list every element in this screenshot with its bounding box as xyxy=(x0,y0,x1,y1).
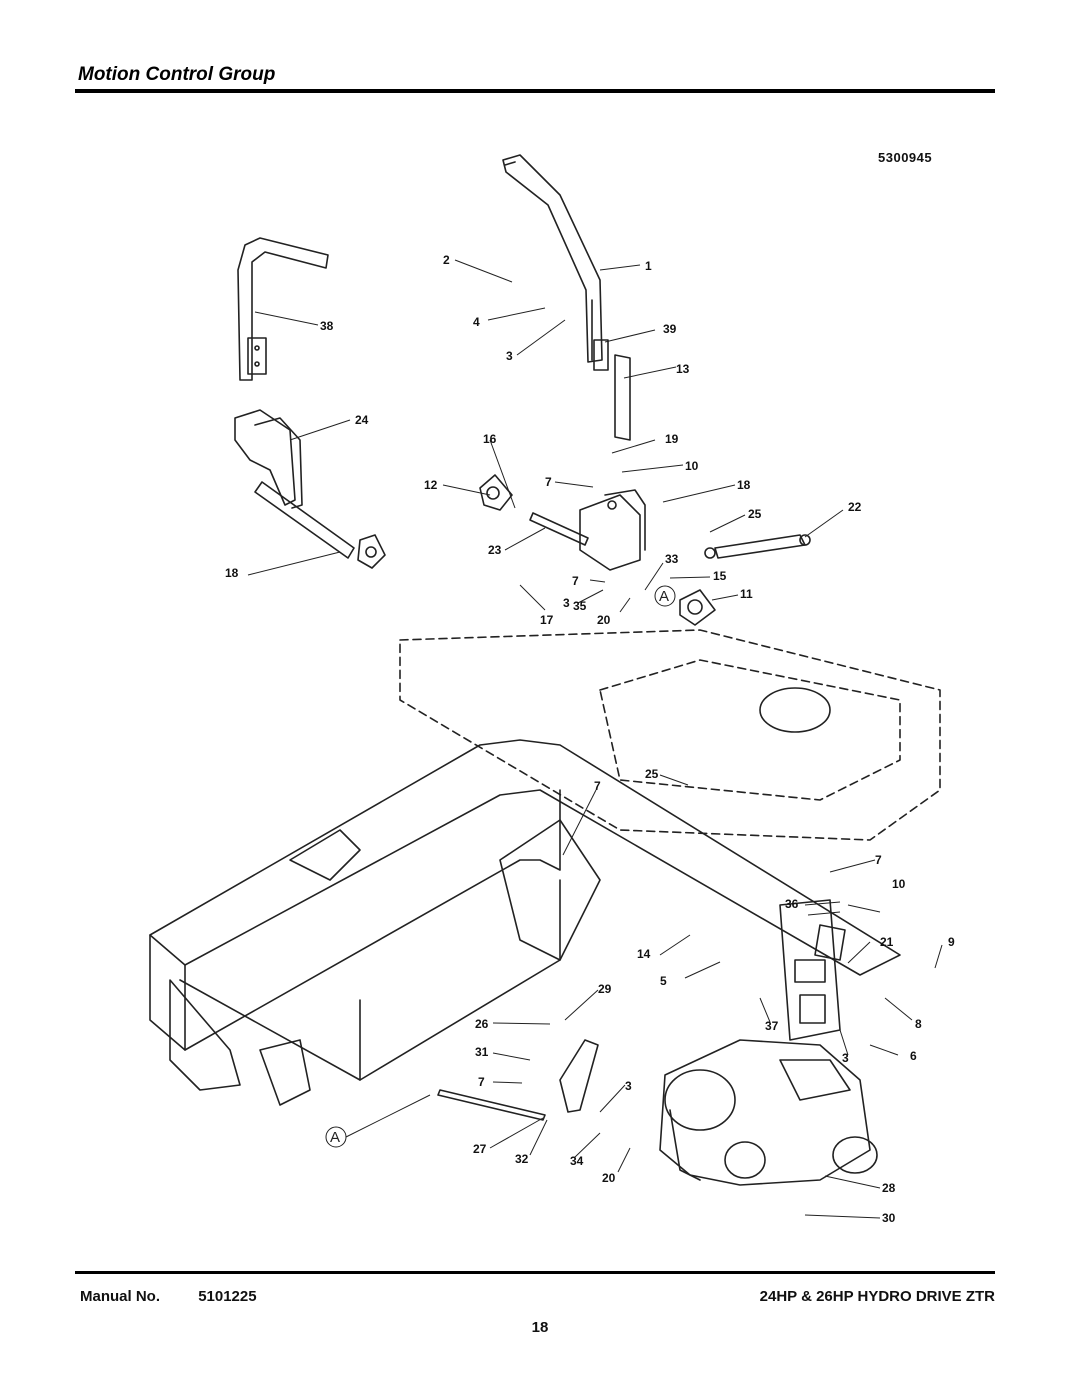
callout-11: 11 xyxy=(740,587,753,601)
callout-1: 1 xyxy=(645,259,652,273)
callout-22: 22 xyxy=(848,500,862,514)
callout-7c: 7 xyxy=(594,779,601,793)
callout-35: 35 xyxy=(573,599,587,613)
callout-39: 39 xyxy=(663,322,677,336)
callout-7e: 7 xyxy=(478,1075,485,1089)
callout-29: 29 xyxy=(598,982,612,996)
callout-33: 33 xyxy=(665,552,679,566)
callout-20: 20 xyxy=(597,613,611,627)
callout-18: 18 xyxy=(737,478,751,492)
callout-2: 2 xyxy=(443,253,450,267)
hydro-transmission-illustration xyxy=(659,1039,878,1186)
callout-34: 34 xyxy=(570,1154,584,1168)
manual-number: 5101225 xyxy=(198,1288,257,1305)
callout-28: 28 xyxy=(882,1181,896,1195)
product-name: 24HP & 26HP HYDRO DRIVE ZTR xyxy=(759,1288,995,1305)
plate-assembly-illustration xyxy=(529,489,646,571)
callout-15: 15 xyxy=(713,569,727,583)
title-rule xyxy=(75,89,995,93)
callout-10: 10 xyxy=(685,459,699,473)
callout-38: 38 xyxy=(320,319,334,333)
callout-3: 3 xyxy=(506,349,513,363)
callout-7d: 7 xyxy=(875,853,882,867)
left-lever-illustration xyxy=(237,237,329,381)
page-number: 18 xyxy=(531,1319,549,1336)
callout-6: 6 xyxy=(910,1049,917,1063)
footer-rule xyxy=(75,1271,995,1274)
callout-3b: 3 xyxy=(563,596,570,610)
callout-5: 5 xyxy=(660,974,667,988)
callout-36: 36 xyxy=(785,897,799,911)
callout-24: 24 xyxy=(355,413,369,427)
callout-10b: 10 xyxy=(892,877,906,891)
callout-27: 27 xyxy=(473,1142,487,1156)
callout-25: 25 xyxy=(748,507,762,521)
callout-4: 4 xyxy=(473,315,480,329)
callout-8: 8 xyxy=(915,1017,922,1031)
callout-25b: 25 xyxy=(645,767,659,781)
callout-14: 14 xyxy=(637,947,651,961)
callout-7: 7 xyxy=(545,475,552,489)
control-bracket-illustration xyxy=(779,899,846,1041)
reference-a-bottom: A xyxy=(330,1129,340,1146)
callout-19: 19 xyxy=(665,432,679,446)
callout-3d: 3 xyxy=(625,1079,632,1093)
callout-17: 17 xyxy=(540,613,554,627)
bracket-illustration xyxy=(234,409,355,559)
callout-labels: 1 2 4 3 38 39 13 24 16 19 10 7 18 12 25 … xyxy=(225,253,955,1225)
callout-13: 13 xyxy=(676,362,690,376)
page-title: Motion Control Group xyxy=(78,64,276,85)
reference-labels: A A xyxy=(325,585,676,1148)
control-lever-illustration xyxy=(502,154,603,363)
callout-16: 16 xyxy=(483,432,497,446)
drawing-number: 5300945 xyxy=(878,150,933,165)
callout-32: 32 xyxy=(515,1152,529,1166)
callout-3c: 3 xyxy=(842,1051,849,1065)
manual-info: Manual No. 5101225 xyxy=(80,1288,257,1305)
mower-frame-illustration xyxy=(149,629,941,1106)
callout-18b: 18 xyxy=(225,566,239,580)
callout-7b: 7 xyxy=(572,574,579,588)
reference-a-top: A xyxy=(659,588,669,605)
callout-30: 30 xyxy=(882,1211,896,1225)
callout-12: 12 xyxy=(424,478,438,492)
callout-26: 26 xyxy=(475,1017,489,1031)
callout-20b: 20 xyxy=(602,1171,616,1185)
callout-21: 21 xyxy=(880,935,894,949)
callout-31: 31 xyxy=(475,1045,489,1059)
callout-9: 9 xyxy=(948,935,955,949)
callout-23: 23 xyxy=(488,543,502,557)
callout-37: 37 xyxy=(765,1019,779,1033)
manual-label: Manual No. xyxy=(80,1288,161,1305)
